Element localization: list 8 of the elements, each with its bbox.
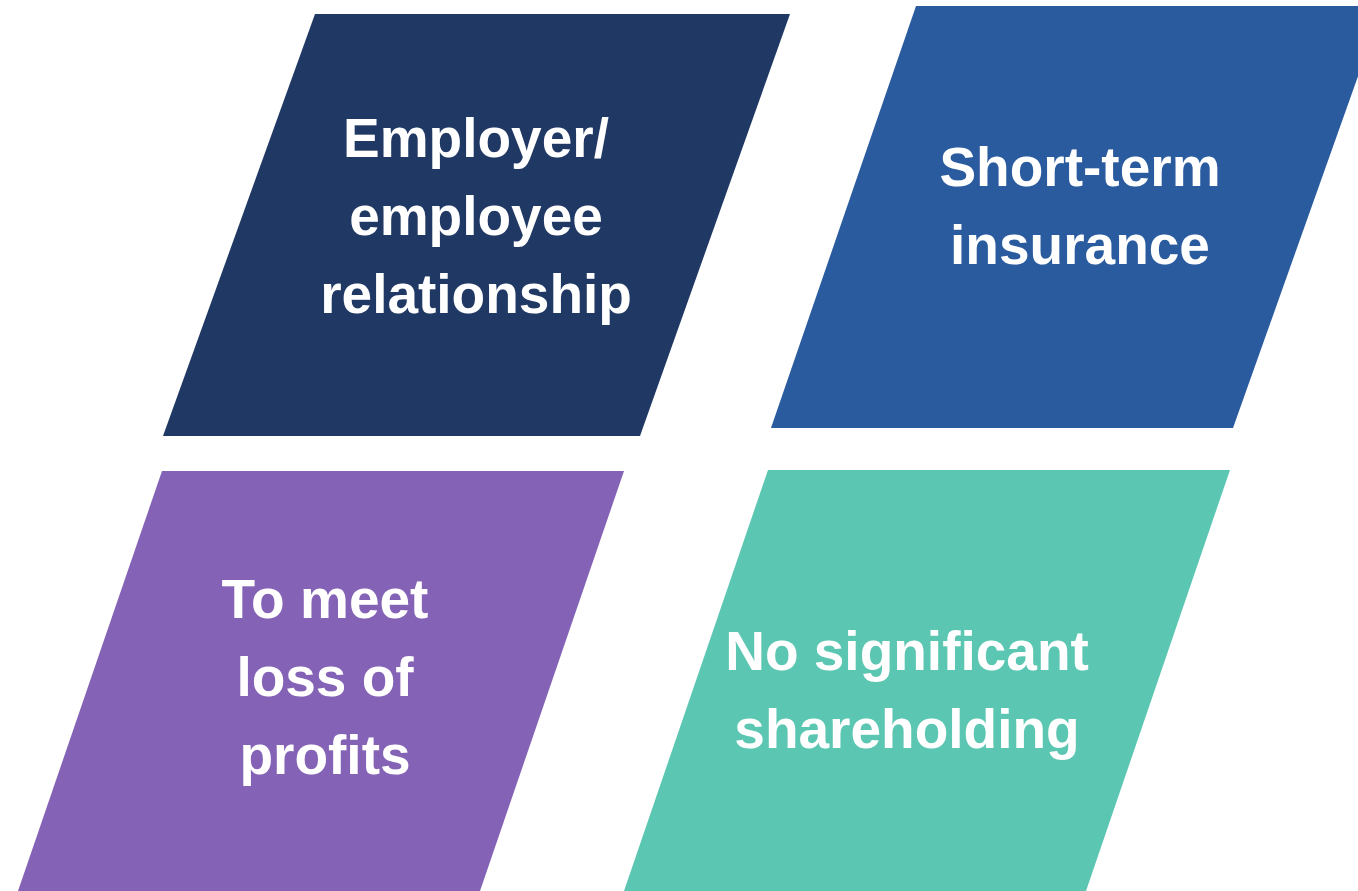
parallelogram-box (624, 470, 1230, 891)
box-label: No significant shareholding (724, 619, 1090, 762)
box-label: Employer/ employee relationship (319, 106, 633, 327)
box-label: To meet loss of profits (220, 567, 430, 788)
parallelogram-box (18, 471, 624, 891)
box-label: Short-term insurance (938, 135, 1222, 278)
parallelogram-box (771, 6, 1358, 428)
parallelogram-box (163, 14, 790, 436)
